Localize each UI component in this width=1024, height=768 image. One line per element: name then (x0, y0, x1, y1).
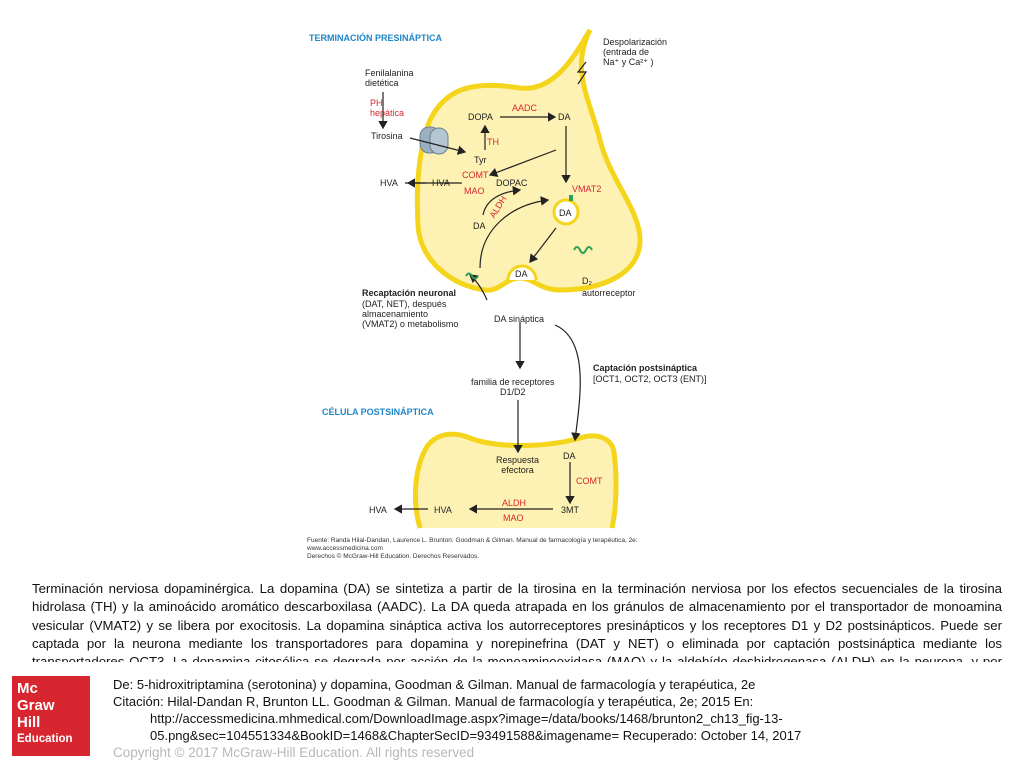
three-mt-label: 3MT (561, 505, 579, 515)
mao-label: MAO (503, 513, 524, 523)
tyrosine-transporter-2 (429, 127, 449, 155)
dopa-label: DOPA (468, 112, 493, 122)
aadc-label: AADC (512, 103, 538, 113)
hva-label: HVA (369, 505, 387, 515)
comt-label: COMT (462, 170, 489, 180)
da-label: DA (515, 269, 528, 279)
effector-response-label: Respuesta efectora (496, 455, 540, 475)
d2-autoreceptor-icon (573, 246, 593, 254)
vmat2-label: VMAT2 (572, 184, 602, 194)
da-label: DA (473, 221, 486, 231)
tyrosine-label: Tirosina (371, 131, 403, 141)
citation-text: Citación: Hilal-Dandan R, Brunton LL. Go… (113, 694, 754, 709)
hva-label: HVA (380, 178, 398, 188)
autoreceptor-label: autorreceptor (582, 288, 636, 298)
dat-transporter-icon (465, 272, 479, 280)
presynaptic-title: TERMINACIÓN PRESINÁPTICA (309, 33, 443, 43)
aldh-label: ALDH (502, 498, 527, 508)
hva-label: HVA (434, 505, 452, 515)
dietary-phe-label: Fenilalanina dietética (365, 68, 414, 88)
d2-label: D₂ (582, 276, 592, 286)
slide-footer (0, 662, 1024, 768)
ph-hepatic-label: PH hepática (370, 98, 405, 118)
postsyn-uptake-title: Captación postsináptica (593, 363, 698, 373)
postsynaptic-title: CÉLULA POSTSINÁPTICA (322, 407, 434, 417)
dopaminergic-diagram: TERMINACIÓN PRESINÁPTICA Despolarización… (307, 28, 707, 560)
mcgraw-hill-logo: Mc Graw Hill Education (12, 676, 90, 756)
depolarization-label: Despolarización (entrada de Na⁺ y Ca²⁺ ) (603, 37, 668, 67)
receptor-family-label: familia de receptores D1/D2 (471, 377, 555, 397)
dopac-label: DOPAC (496, 178, 528, 188)
copyright-notice: Copyright © 2017 McGraw-Hill Education. … (113, 745, 475, 760)
postsyn-uptake-body: [OCT1, OCT2, OCT3 (ENT)] (593, 374, 707, 384)
da-label: DA (563, 451, 576, 461)
vmat2-icon (569, 195, 573, 201)
reuptake-body: (DAT, NET), después almacenamiento (VMAT… (362, 299, 459, 329)
citation-url-cont[interactable]: 05.png&sec=104551334&BookID=1468&Chapter… (150, 728, 802, 743)
reuptake-title: Recaptación neuronal (362, 288, 457, 298)
mao-label: MAO (464, 186, 485, 196)
hva-label: HVA (432, 178, 450, 188)
citation-from: De: 5-hidroxitriptamina (serotonina) y d… (113, 677, 756, 692)
citation-url[interactable]: http://accessmedicina.mhmedical.com/Down… (150, 711, 783, 726)
exocytosis-vesicle (506, 264, 538, 281)
comt-label: COMT (576, 476, 603, 486)
th-label: TH (487, 137, 499, 147)
depolarization-bolt (576, 61, 588, 85)
figure-source: Fuente: Randa Hilal-Dandan, Laurence L. … (307, 537, 638, 560)
tyr-label: Tyr (474, 155, 487, 165)
da-label: DA (558, 112, 571, 122)
diagram-graphics (378, 28, 643, 529)
synaptic-da-label: DA sináptica (494, 314, 545, 324)
vesicle (552, 198, 580, 226)
citation-block: De: 5-hidroxitriptamina (serotonina) y d… (113, 676, 873, 744)
da-label: DA (559, 208, 572, 218)
